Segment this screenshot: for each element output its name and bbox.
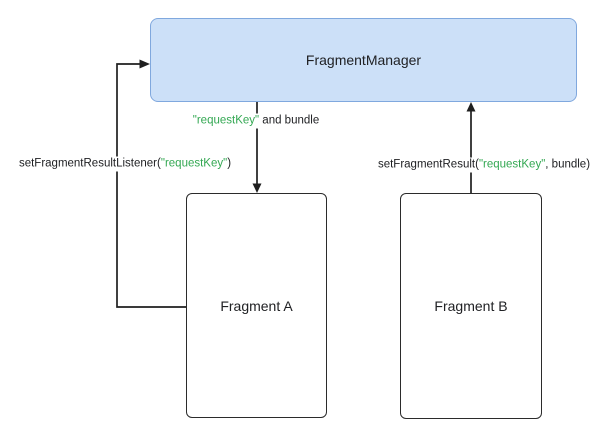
listener-call-prefix: setFragmentResultListener(: [18, 157, 161, 170]
arrow-fragment-a-to-manager: [116, 59, 186, 308]
node-fragment-manager: FragmentManager: [150, 18, 577, 102]
node-fragment-a: Fragment A: [186, 193, 327, 418]
node-fragment-b: Fragment B: [400, 193, 542, 419]
edge-label-set-fragment-result: setFragmentResult("requestKey", bundle): [374, 157, 594, 173]
edge-label-requestkey-and-bundle: "requestKey" and bundle: [189, 113, 323, 129]
and-bundle-text: and bundle: [259, 114, 320, 127]
edge-label-set-fragment-result-listener: setFragmentResultListener("requestKey"): [15, 156, 235, 172]
requestkey-green-text: "requestKey": [478, 158, 546, 171]
arrow-fragment-b-to-manager: [466, 102, 476, 193]
requestkey-green-text: "requestKey": [192, 114, 260, 127]
node-fragment-a-label: Fragment A: [220, 297, 293, 314]
requestkey-green-text: "requestKey": [160, 157, 228, 170]
listener-call-suffix: ): [227, 157, 232, 170]
result-call-suffix: , bundle): [545, 158, 591, 171]
node-fragment-manager-label: FragmentManager: [305, 52, 422, 68]
result-call-prefix: setFragmentResult(: [377, 158, 479, 171]
node-fragment-b-label: Fragment B: [434, 298, 508, 314]
